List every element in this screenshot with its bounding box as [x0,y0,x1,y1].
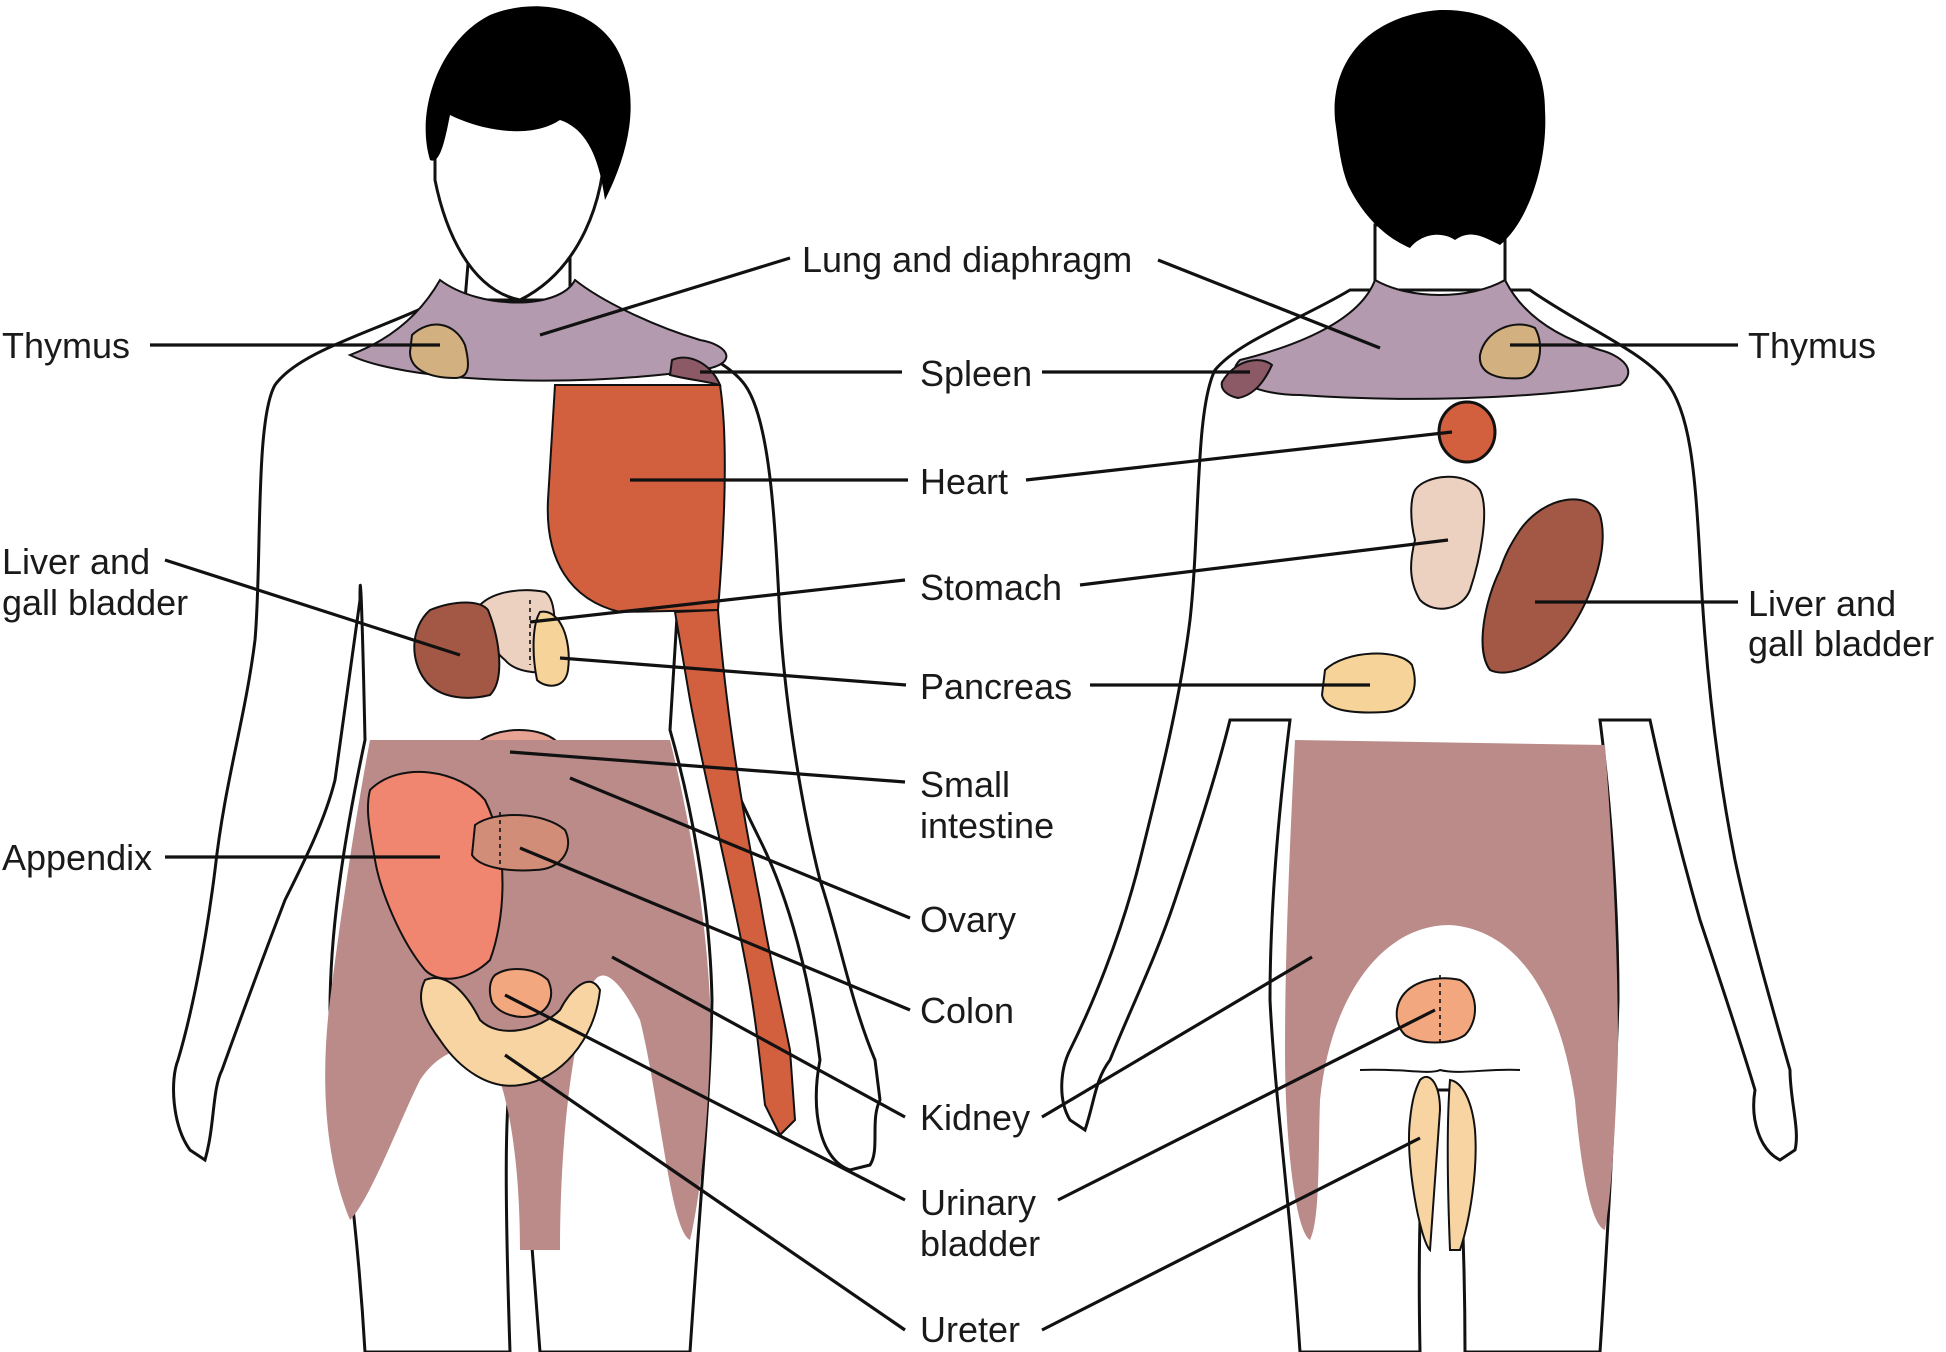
leader-urinary-back [1057,1008,1436,1202]
back-liver [1481,498,1604,674]
leader-urinary-front [504,993,906,1202]
label-liver-right-line2: gall bladder [1748,623,1934,664]
label-stomach: Stomach [920,567,1062,608]
leader-ureter-back [1041,1136,1421,1332]
label-lung-diaphragm: Lung and diaphragm [802,239,1132,280]
leader-kidney-back [1041,955,1313,1119]
leader-lung-front [539,256,791,337]
back-thymus [1478,323,1542,380]
back-spleen [1220,359,1274,400]
leader-kidney-front [611,955,906,1119]
label-ovary: Ovary [920,899,1016,940]
label-small-intestine-line1: Small [920,764,1010,805]
label-heart: Heart [920,461,1008,502]
label-pancreas: Pancreas [920,666,1072,707]
leader-colon [519,846,911,1012]
back-figure [1060,9,1798,1352]
leader-ovary [569,776,911,920]
leader-small-intestine [509,750,906,784]
back-stomach [1410,475,1486,610]
front-thymus [408,323,469,380]
back-buttock-line [1359,1068,1521,1073]
label-colon: Colon [920,990,1014,1031]
leader-heart-back [1025,430,1453,482]
leader-stomach-back [1079,538,1449,587]
label-spleen: Spleen [920,353,1032,394]
back-pancreas [1320,652,1416,714]
leader-pancreas-front [559,656,907,687]
labels: Lung and diaphragm Thymus Thymus Spleen … [2,239,1934,1350]
front-ureter [420,977,602,1087]
label-thymus-right: Thymus [1748,325,1876,366]
leader-liver-front [164,558,461,657]
label-small-intestine-line2: intestine [920,805,1054,846]
label-liver-left-line1: Liver and [2,541,150,582]
back-ureter-right [1446,1078,1477,1251]
leader-lines [150,256,1738,1332]
front-heart-arm-strip [673,608,797,1137]
front-urinary-bladder [488,968,553,1018]
label-urinary-line2: bladder [920,1223,1040,1264]
back-head-hair [1334,9,1546,249]
front-heart [546,384,726,614]
front-appendix [366,770,504,980]
label-ureter: Ureter [920,1309,1020,1350]
label-appendix: Appendix [2,837,152,878]
front-liver [413,601,501,699]
back-ureter-left [1408,1075,1442,1253]
label-liver-left-line2: gall bladder [2,582,188,623]
label-kidney: Kidney [920,1097,1030,1138]
label-thymus-left: Thymus [2,325,130,366]
label-liver-right-line1: Liver and [1748,583,1896,624]
leader-ureter-front [504,1053,906,1332]
front-hair [425,6,631,201]
leader-lung-back [1157,258,1381,350]
leader-stomach-front [529,578,906,624]
label-urinary-line1: Urinary [920,1182,1036,1223]
back-kidney-region [1285,740,1618,1240]
front-figure [172,6,882,1352]
front-pancreas [532,610,570,687]
